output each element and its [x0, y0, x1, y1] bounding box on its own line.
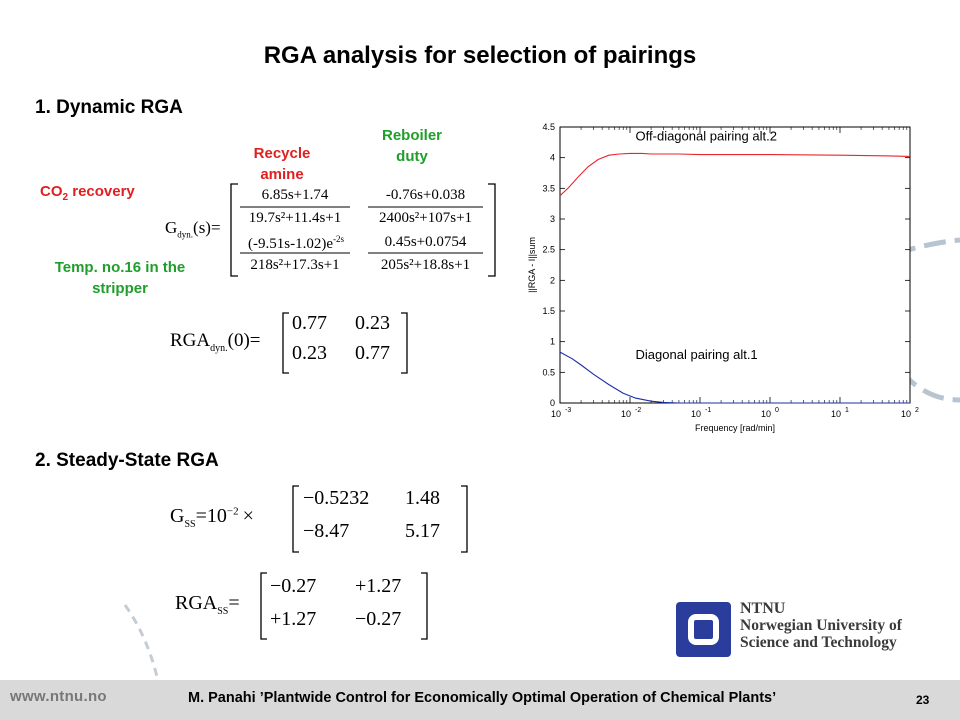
y-tick-label: 2 — [550, 275, 555, 285]
page-title: RGA analysis for selection of pairings — [263, 42, 697, 69]
y-tick-label: 3.5 — [542, 183, 555, 193]
x-tick-label: 10 — [621, 409, 631, 419]
x-tick-label-exp: 2 — [915, 407, 919, 414]
series-line-1 — [559, 152, 911, 197]
rgadyn-m12: 0.23 — [355, 312, 390, 334]
rgass-lhs: RGASS= — [175, 592, 240, 617]
footer-bar — [0, 680, 960, 720]
label-temp-stripper: Temp. no.16 in the stripper — [54, 259, 186, 297]
ntnu-logo-text: NTNU Norwegian University of Science and… — [740, 600, 902, 651]
gdyn-m11-den: 19.7s²+11.4s+1 — [248, 210, 342, 226]
plot-area — [559, 126, 911, 404]
gss-m11: −0.5232 — [303, 487, 370, 509]
label-reboiler-duty: Reboiler duty — [381, 127, 442, 165]
rgadyn-brackets — [282, 312, 408, 374]
gdyn-m12-den: 2400s²+107s+1 — [378, 210, 473, 226]
ntnu-logo-ring — [688, 614, 719, 645]
y-tick-label: 4 — [550, 153, 555, 163]
x-tick-label: 10 — [551, 409, 561, 419]
x-axis-label: Frequency [rad/min] — [695, 423, 775, 433]
x-tick-label-exp: -3 — [565, 407, 571, 414]
ntnu-logo-line2: Norwegian University of — [740, 617, 902, 634]
gss-m22: 5.17 — [405, 520, 440, 542]
gdyn-brackets — [230, 183, 496, 277]
x-tick-label-exp: 0 — [775, 407, 779, 414]
label-recycle-amine: Recycle amine — [253, 145, 311, 183]
rgass-brackets — [260, 572, 428, 640]
footer-citation: M. Panahi ’Plantwide Control for Economi… — [188, 690, 777, 706]
gdyn-m21-num: (-9.51s-1.02)e-2s — [248, 234, 344, 252]
gss-brackets — [292, 485, 468, 553]
rgadyn-m22: 0.77 — [355, 342, 390, 364]
ntnu-logo-line3: Science and Technology — [740, 634, 897, 651]
annotation-diagonal: Diagonal pairing alt.1 — [636, 347, 758, 362]
decorative-footer-curve — [123, 604, 162, 690]
rgass-m21: +1.27 — [270, 608, 317, 630]
y-axis-label: ||RGA - I||sum — [527, 237, 537, 293]
annotation-off-diagonal: Off-diagonal pairing alt.2 — [636, 128, 777, 143]
gdyn-m12-num: -0.76s+0.038 — [385, 187, 466, 203]
series-line-2 — [559, 351, 910, 404]
section-steady-state-rga: 2. Steady-State RGA — [35, 450, 219, 471]
y-tick-label: 4.5 — [542, 122, 555, 132]
rgass-m22: −0.27 — [355, 608, 402, 630]
rgadyn-m11: 0.77 — [292, 312, 327, 334]
rgass-m11: −0.27 — [270, 575, 317, 597]
y-tick-label: 1.5 — [542, 306, 555, 316]
gss-m21: −8.47 — [303, 520, 350, 542]
page-number: 23 — [916, 693, 930, 707]
y-tick-label: 0 — [550, 398, 555, 408]
x-tick-label-exp: 1 — [845, 407, 849, 414]
ntnu-logo-line1: NTNU — [740, 600, 786, 617]
y-tick-label: 2.5 — [542, 245, 555, 255]
x-tick-label: 10 — [761, 409, 771, 419]
rgass-m12: +1.27 — [355, 575, 402, 597]
gdyn-m11-num: 6.85s+1.74 — [261, 187, 329, 203]
x-tick-label: 10 — [901, 409, 911, 419]
footer-url[interactable]: www.ntnu.no — [10, 688, 107, 705]
y-tick-label: 0.5 — [542, 367, 555, 377]
y-tick-label: 3 — [550, 214, 555, 224]
label-co2-recovery: CO2 recovery — [40, 183, 135, 203]
x-tick-label-exp: -1 — [705, 407, 711, 414]
section-dynamic-rga: 1. Dynamic RGA — [35, 97, 183, 118]
ntnu-logo-mark — [676, 602, 731, 657]
gss-lhs: GSS=10−2× — [170, 505, 254, 530]
rgadyn-m21: 0.23 — [292, 342, 327, 364]
x-tick-label: 10 — [691, 409, 701, 419]
gdyn-lhs: Gdyn.(s)= — [165, 218, 221, 240]
gdyn-m22-den: 205s²+18.8s+1 — [380, 257, 471, 273]
x-tick-label: 10 — [831, 409, 841, 419]
y-tick-label: 1 — [550, 337, 555, 347]
x-tick-label-exp: -2 — [635, 407, 641, 414]
rgadyn-lhs: RGAdyn.(0)= — [170, 330, 261, 354]
gss-m12: 1.48 — [405, 487, 440, 509]
gdyn-m21-den: 218s²+17.3s+1 — [250, 257, 340, 273]
gdyn-m22-num: 0.45s+0.0754 — [384, 234, 467, 250]
